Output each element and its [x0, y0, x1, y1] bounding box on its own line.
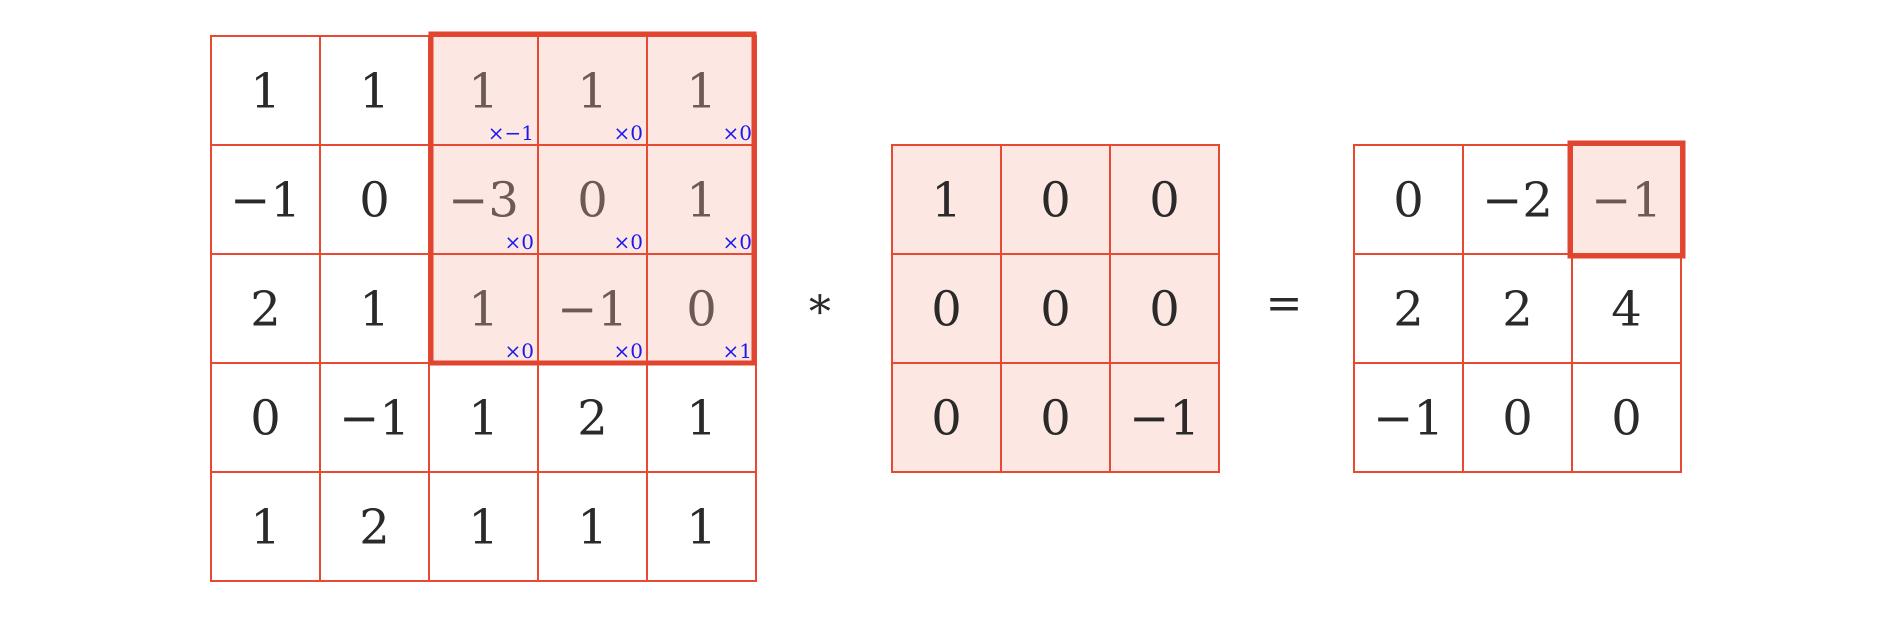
- kernel-cell: [891, 144, 1002, 255]
- kernel-cell: [1109, 362, 1220, 473]
- input-cell: [319, 35, 430, 146]
- output-value: 2: [1502, 282, 1533, 338]
- window-weight-label: ×0: [614, 339, 643, 363]
- output-value: 0: [1502, 391, 1533, 447]
- input-value: 2: [250, 282, 281, 338]
- input-value: 1: [468, 282, 499, 338]
- window-weight-label: ×1: [723, 339, 752, 363]
- output-cell: [1462, 362, 1573, 473]
- input-value: 2: [359, 500, 390, 556]
- input-value: 1: [686, 64, 717, 120]
- equals-operator: =: [1266, 278, 1303, 329]
- output-matrix: 0 −2 −1 2 2 4 −1 0 0: [1353, 140, 1686, 473]
- output-cell: [1571, 362, 1682, 473]
- output-highlight-border: [1567, 140, 1686, 259]
- input-value: 0: [577, 173, 608, 229]
- input-value: 1: [250, 64, 281, 120]
- kernel-value: 0: [1040, 282, 1071, 338]
- window-weight-label: ×0: [505, 230, 534, 254]
- input-cell: [210, 35, 321, 146]
- kernel-cell: [1109, 253, 1220, 364]
- input-cell: [319, 471, 430, 582]
- kernel-cell: [1000, 144, 1111, 255]
- kernel-matrix: 1 0 0 0 0 0 0 0 −1: [891, 144, 1220, 473]
- kernel-value: −1: [1129, 391, 1200, 447]
- convolution-operator: ∗: [805, 278, 835, 329]
- window-weight-label: ×0: [505, 339, 534, 363]
- input-value: 1: [250, 500, 281, 556]
- window-weight-label: ×0: [723, 230, 752, 254]
- window-weight-label: ×0: [614, 121, 643, 145]
- output-value: 0: [1611, 391, 1642, 447]
- output-value: −2: [1482, 173, 1553, 229]
- input-cell: [428, 471, 539, 582]
- input-value: 2: [577, 391, 608, 447]
- input-cell: [319, 253, 430, 364]
- input-cell: [537, 362, 648, 473]
- input-value: 1: [686, 391, 717, 447]
- kernel-value: 0: [1040, 391, 1071, 447]
- input-value: 1: [577, 64, 608, 120]
- kernel-value: 0: [931, 391, 962, 447]
- input-cell: [537, 253, 648, 364]
- input-value: 0: [359, 173, 390, 229]
- input-value: 1: [359, 282, 390, 338]
- output-value: 2: [1393, 282, 1424, 338]
- output-value: 4: [1611, 282, 1642, 338]
- window-weight-label: ×−1: [488, 121, 534, 145]
- input-value: 0: [686, 282, 717, 338]
- input-value: −1: [339, 391, 410, 447]
- output-value: −1: [1373, 391, 1444, 447]
- kernel-value: 0: [1149, 282, 1180, 338]
- input-value: 0: [250, 391, 281, 447]
- output-cell: [1462, 253, 1573, 364]
- window-weight-label: ×0: [723, 121, 752, 145]
- kernel-value: 0: [1040, 173, 1071, 229]
- kernel-value: 1: [931, 173, 962, 229]
- input-cell: [428, 362, 539, 473]
- input-value: −1: [557, 282, 628, 338]
- output-value: −1: [1591, 173, 1662, 229]
- kernel-cell: [1000, 253, 1111, 364]
- output-cell: [1353, 362, 1464, 473]
- input-cell: [210, 144, 321, 255]
- window-highlight-border: [428, 31, 757, 366]
- input-value: 1: [468, 391, 499, 447]
- input-value: −1: [230, 173, 301, 229]
- input-cell: [646, 471, 757, 582]
- output-value: 0: [1393, 173, 1424, 229]
- input-value: 1: [686, 500, 717, 556]
- kernel-value: 0: [1149, 173, 1180, 229]
- window-weight-label: ×0: [614, 230, 643, 254]
- kernel-value: 0: [931, 282, 962, 338]
- input-value: 1: [359, 64, 390, 120]
- kernel-cell: [891, 253, 1002, 364]
- input-cell: [210, 362, 321, 473]
- input-value: 1: [686, 173, 717, 229]
- input-cell: [210, 471, 321, 582]
- output-cell: [1353, 144, 1464, 255]
- input-cell: [646, 362, 757, 473]
- kernel-cell: [891, 362, 1002, 473]
- input-value: −3: [448, 173, 519, 229]
- input-value: 1: [468, 64, 499, 120]
- input-value: 1: [577, 500, 608, 556]
- input-value: 1: [468, 500, 499, 556]
- input-cell: [646, 144, 757, 255]
- input-cell: [319, 362, 430, 473]
